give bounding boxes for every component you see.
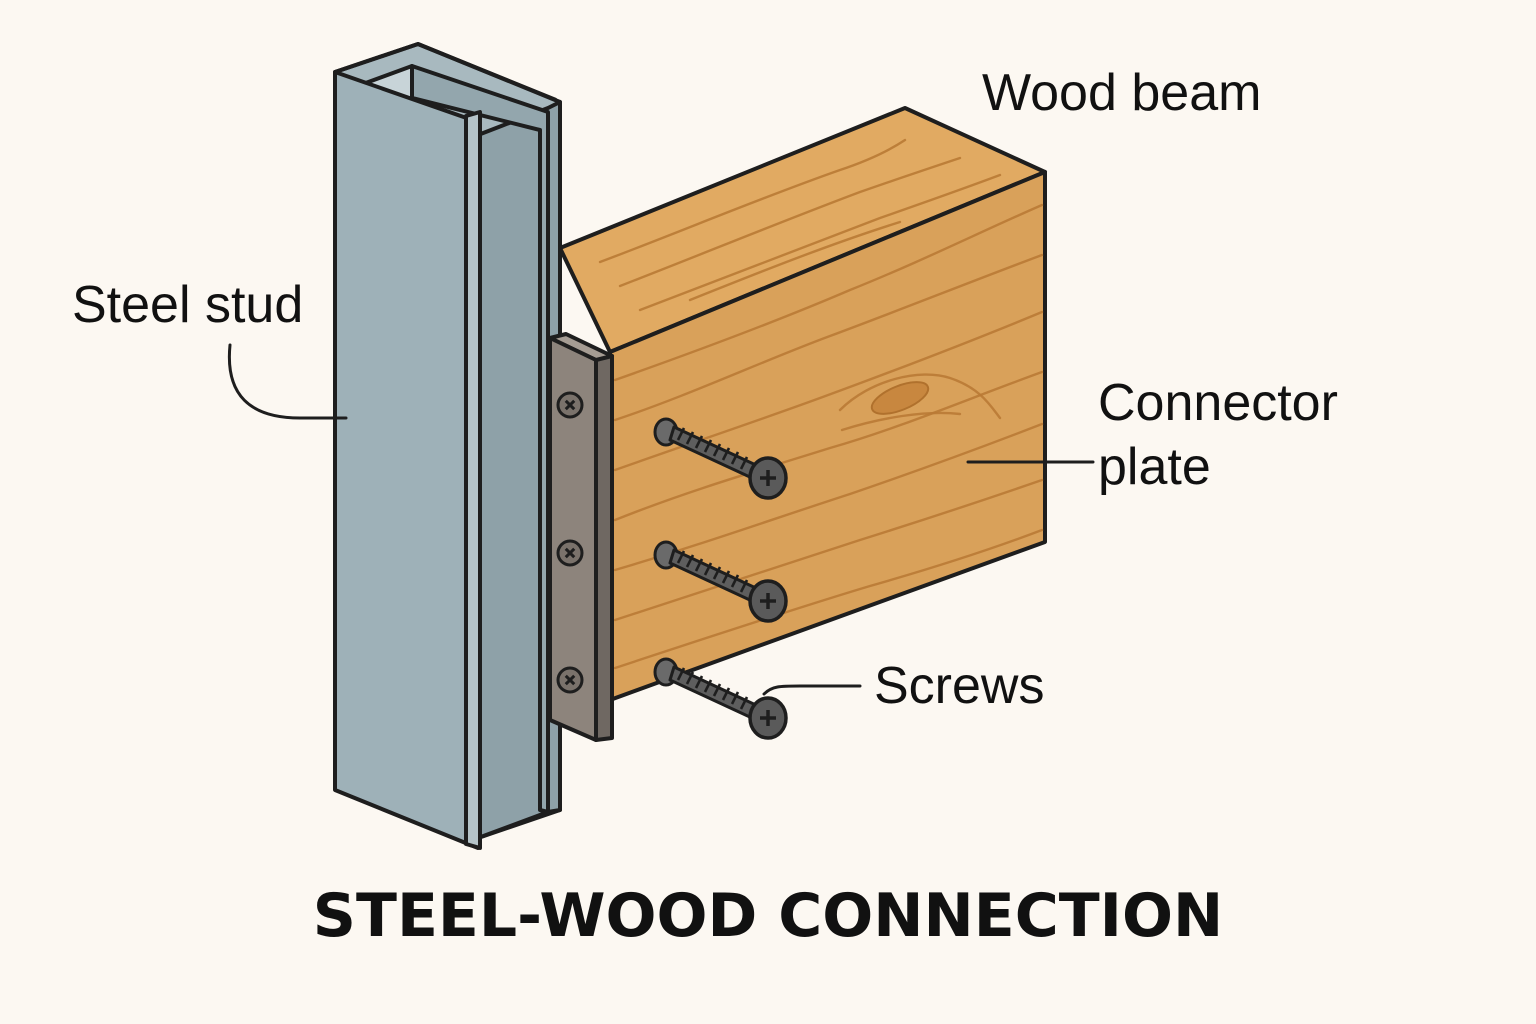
plate-screw bbox=[556, 666, 584, 694]
wood-knot bbox=[870, 381, 930, 415]
screw bbox=[653, 657, 788, 740]
screws-label: Screws bbox=[874, 657, 1044, 715]
wood-grain-top bbox=[598, 138, 1002, 312]
steel-stud-top-rim bbox=[334, 42, 557, 102]
steel-stud-leader-line bbox=[227, 343, 348, 420]
diagram-title: STEEL-WOOD CONNECTION bbox=[313, 881, 1223, 951]
wood-grain-front bbox=[613, 203, 1044, 670]
plate-screw bbox=[556, 391, 584, 419]
connector-plate-face bbox=[548, 336, 598, 742]
connector-plate bbox=[548, 332, 614, 742]
connector-plate-label-line2: plate bbox=[1098, 438, 1211, 496]
plate-screw bbox=[556, 539, 584, 567]
connector-plate-side bbox=[594, 350, 614, 742]
steel-stud-front-edge bbox=[464, 110, 482, 850]
wood-beam-label: Wood beam bbox=[982, 64, 1261, 122]
screws-leader-line bbox=[762, 684, 862, 696]
steel-stud-label: Steel stud bbox=[72, 276, 303, 334]
connector-plate-label-line1: Connector bbox=[1098, 374, 1338, 432]
steel-stud-front-face bbox=[333, 70, 480, 850]
steel-stud bbox=[333, 42, 562, 850]
wood-beam bbox=[558, 106, 1047, 702]
